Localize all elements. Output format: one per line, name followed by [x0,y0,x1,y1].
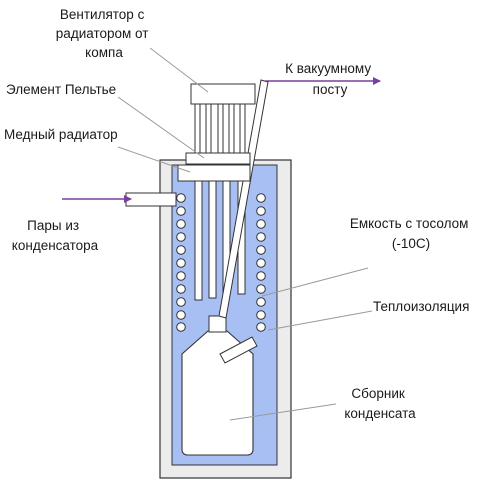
collector-label-line-2: конденсата [344,406,416,421]
collector-side-tube [219,336,258,364]
condensate-collector [181,330,254,456]
condenser-coil-left [176,193,186,332]
tank-label-line-2: (-10С) [392,236,430,251]
tank-label-line-1: Емкость с тосолом [350,216,469,231]
collector-label-line-1: Сборник [351,386,404,401]
fan-label-line-3: компа [85,45,123,60]
peltier-label: Элемент Пельтье [6,82,116,97]
vacuum-label-line-1: К вакуумному [285,61,371,76]
vacuum-label-line-2: посту [313,82,348,97]
vacuum-label: К вакуумному посту [285,61,375,97]
peltier-element [185,152,251,165]
vapors-label-line-1: Пары из [27,218,79,233]
vapors-label: Пары из конденсатора [12,218,99,253]
insulation-label: Теплоизоляция [373,299,469,314]
vapors-label-line-2: конденсатора [12,238,99,253]
collector-neck [208,315,227,333]
vapor-inlet-pipe [125,192,177,207]
fan-label: Вентилятор с радиатором от компа [56,7,152,60]
condenser-coil-right [256,193,266,332]
copper-radiator [177,164,251,182]
leader-lines [117,47,373,421]
copper-radiator-label: Медный радиатор [4,127,118,142]
collector-label: Сборник конденсата [344,386,416,421]
fan-radiator [190,83,256,154]
tank-label: Емкость с тосолом (-10С) [350,216,472,251]
fan-label-line-1: Вентилятор с [60,7,145,22]
fan-label-line-2: радиатором от [56,26,149,41]
